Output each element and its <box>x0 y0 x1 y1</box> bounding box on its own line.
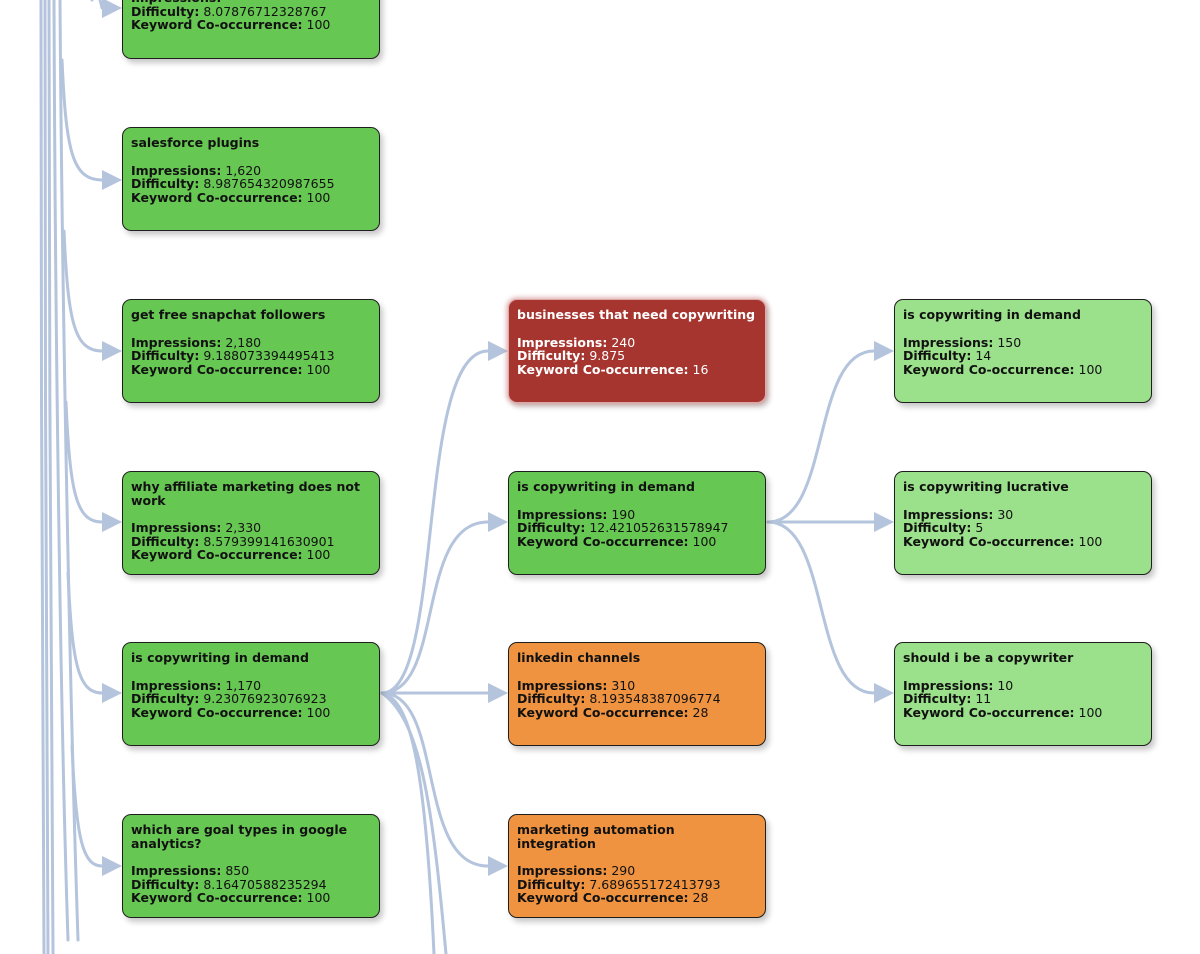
keyword-node-0[interactable]: Impressions: Difficulty: 8.0787671232876… <box>122 0 380 59</box>
difficulty-row: Difficulty: 12.421052631578947 <box>517 520 729 535</box>
edge-arrowhead <box>102 341 122 361</box>
edge-arrowhead <box>488 341 508 361</box>
impressions-row: Impressions: 10 <box>903 677 1014 693</box>
trunk-branch-edge <box>60 58 104 182</box>
difficulty-row: Difficulty: 14 <box>903 348 992 363</box>
impressions-row: Impressions: 850 <box>131 863 250 878</box>
edge-arrowhead <box>102 170 122 190</box>
keyword-title: salesforce plugins <box>131 135 260 150</box>
cooccurrence-row: Keyword Co-occurrence: 100 <box>131 704 331 720</box>
trunk-branch-edge <box>90 0 104 10</box>
cooccurrence-row: Keyword Co-occurrence: 100 <box>903 704 1103 720</box>
cooccurrence-row: Keyword Co-occurrence: 28 <box>517 890 709 905</box>
cooccurrence-row: Keyword Co-occurrence: 100 <box>131 547 331 562</box>
keyword-node-12[interactable]: should i be a copywriter Impressions: 10… <box>894 642 1152 746</box>
keyword-node-11[interactable]: is copywriting lucrative Impressions: 30… <box>894 471 1152 575</box>
keyword-title: should i be a copywriter <box>903 650 1074 665</box>
impressions-row: Impressions: <box>131 0 371 5</box>
keyword-node-3[interactable]: why affiliate marketing does not work Im… <box>122 471 380 575</box>
impressions-row: Impressions: 240 <box>517 334 636 350</box>
difficulty-row: Difficulty: 9.188073394495413 <box>131 348 335 363</box>
cooccurrence-row: Keyword Co-occurrence: 100 <box>903 361 1103 377</box>
keyword-title: is copywriting in demand <box>131 650 309 665</box>
impressions-row: Impressions: 1,170 <box>131 677 262 693</box>
branch-edge-offscreen <box>380 691 436 954</box>
branch-edge-offscreen <box>380 691 448 954</box>
keyword-node-1[interactable]: salesforce plugins Impressions: 1,620 Di… <box>122 127 380 231</box>
trunk-branch-edge <box>62 229 104 353</box>
cooccurrence-row: Keyword Co-occurrence: 100 <box>131 890 331 905</box>
cooccurrence-row: Keyword Co-occurrence: 28 <box>517 704 709 720</box>
trunk-line <box>43 0 50 954</box>
edge-arrowhead <box>488 683 508 703</box>
branch-edge <box>380 349 490 695</box>
impressions-row: Impressions: 290 <box>517 863 636 878</box>
difficulty-row: Difficulty: 8.16470588235294 <box>131 876 327 892</box>
keyword-title: is copywriting in demand <box>517 479 695 494</box>
difficulty-row: Difficulty: 8.193548387096774 <box>517 691 721 706</box>
cooccurrence-row: Keyword Co-occurrence: 100 <box>131 361 331 377</box>
keyword-node-10[interactable]: is copywriting in demand Impressions: 15… <box>894 299 1152 403</box>
difficulty-row: Difficulty: 7.689655172413793 <box>517 876 721 892</box>
branch-edge <box>380 691 490 868</box>
difficulty-row: Difficulty: 8.987654320987655 <box>131 176 335 191</box>
keyword-title: why affiliate marketing does not work <box>131 479 360 508</box>
edge-arrowhead <box>102 0 122 18</box>
edge-arrowhead <box>488 856 508 876</box>
keyword-node-5[interactable]: which are goal types in google analytics… <box>122 814 380 918</box>
impressions-row: Impressions: 2,180 <box>131 334 262 350</box>
impressions-row: Impressions: 1,620 <box>131 162 262 178</box>
edge-arrowhead <box>102 856 122 876</box>
keyword-node-2[interactable]: get free snapchat followers Impressions:… <box>122 299 380 403</box>
keyword-node-7[interactable]: is copywriting in demand Impressions: 19… <box>508 471 766 575</box>
keyword-node-6[interactable]: businesses that need copywriting Impress… <box>508 299 766 403</box>
difficulty-row: Difficulty: 5 <box>903 520 984 535</box>
branch-edge <box>380 520 490 695</box>
cooccurrence-row: Keyword Co-occurrence: 100 <box>517 533 717 549</box>
impressions-row: Impressions: 150 <box>903 334 1022 350</box>
cooccurrence-row: Keyword Co-occurrence: 100 <box>131 17 331 32</box>
cooccurrence-row: Keyword Co-occurrence: 16 <box>517 361 709 377</box>
keyword-title: linkedin channels <box>517 650 641 665</box>
edge-arrowhead <box>874 512 894 532</box>
keyword-title: is copywriting in demand <box>903 307 1081 322</box>
keyword-title: marketing automation integration <box>517 822 675 851</box>
impressions-row: Impressions: 30 <box>903 506 1014 522</box>
impressions-row: Impressions: 2,330 <box>131 520 262 535</box>
trunk-line <box>52 0 70 942</box>
impressions-row: Impressions: 190 <box>517 506 636 522</box>
trunk-branch-edge <box>70 744 104 868</box>
trunk-line <box>47 0 55 954</box>
edge-arrowhead <box>488 512 508 532</box>
keyword-title: is copywriting lucrative <box>903 479 1069 494</box>
edge-arrowhead <box>874 683 894 703</box>
keyword-node-8[interactable]: linkedin channels Impressions: 310 Diffi… <box>508 642 766 746</box>
trunk-branch-edge <box>66 571 104 695</box>
keyword-title: which are goal types in google analytics… <box>131 822 348 851</box>
difficulty-row: Difficulty: 9.875 <box>517 348 626 363</box>
branch-edge <box>766 349 876 524</box>
branch-edge <box>766 520 876 695</box>
impressions-row: Impressions: 310 <box>517 677 636 693</box>
trunk-line <box>58 0 80 942</box>
keyword-node-9[interactable]: marketing automation integration Impress… <box>508 814 766 918</box>
difficulty-row: Difficulty: 8.579399141630901 <box>131 533 335 549</box>
cooccurrence-row: Keyword Co-occurrence: 100 <box>903 533 1103 549</box>
edge-arrowhead <box>102 683 122 703</box>
trunk-line <box>39 0 46 954</box>
keyword-node-4[interactable]: is copywriting in demand Impressions: 1,… <box>122 642 380 746</box>
edge-arrowhead <box>874 341 894 361</box>
keyword-title: get free snapchat followers <box>131 307 326 322</box>
trunk-branch-edge <box>64 400 104 524</box>
difficulty-row: Difficulty: 9.23076923076923 <box>131 691 327 706</box>
cooccurrence-row: Keyword Co-occurrence: 100 <box>131 189 331 205</box>
keyword-title: businesses that need copywriting <box>517 307 756 322</box>
edge-arrowhead <box>102 512 122 532</box>
difficulty-row: Difficulty: 11 <box>903 691 992 706</box>
difficulty-row: Difficulty: 8.07876712328767 <box>131 3 327 19</box>
